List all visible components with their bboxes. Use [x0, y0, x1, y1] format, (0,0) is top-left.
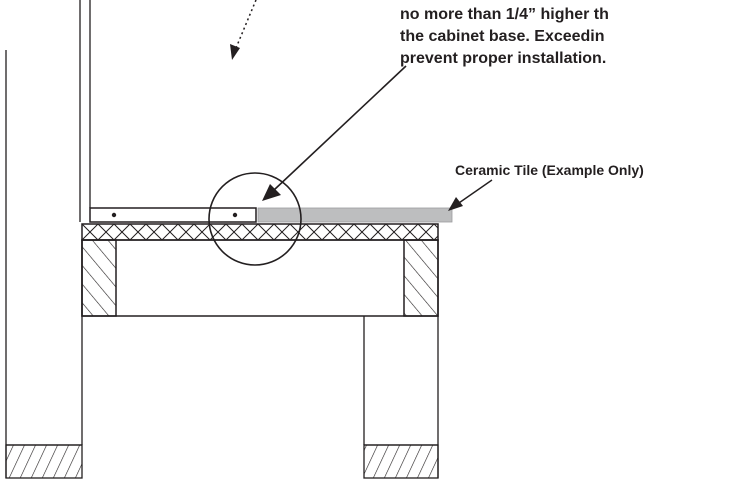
note-line-2: the cabinet base. Exceedin [400, 28, 605, 45]
cabinet-side-panel [79, 0, 91, 222]
joist-end-left [81, 239, 117, 317]
detail-callout-circle [208, 172, 302, 266]
screw-right [232, 212, 238, 218]
note-line-3: prevent proper installation. [400, 50, 607, 67]
cabinet-base-rail [89, 207, 257, 223]
support-post-foot-hatch [363, 444, 439, 479]
subfloor [81, 223, 439, 241]
dotted-pointer-arrow [230, 0, 257, 60]
note-line-1: no more than 1/4” higher th [400, 6, 609, 23]
screw-left [111, 212, 117, 218]
tile-pointer-arrow [448, 179, 493, 211]
ceramic-tile-label: Ceramic Tile (Example Only) [455, 162, 644, 178]
ceramic-tile [257, 207, 453, 223]
joist-end-right [403, 239, 439, 317]
note-pointer-arrow [262, 65, 407, 201]
floor-joist-frame [81, 239, 439, 317]
left-wall-foot-hatch [5, 444, 83, 479]
left-wall [5, 50, 83, 478]
